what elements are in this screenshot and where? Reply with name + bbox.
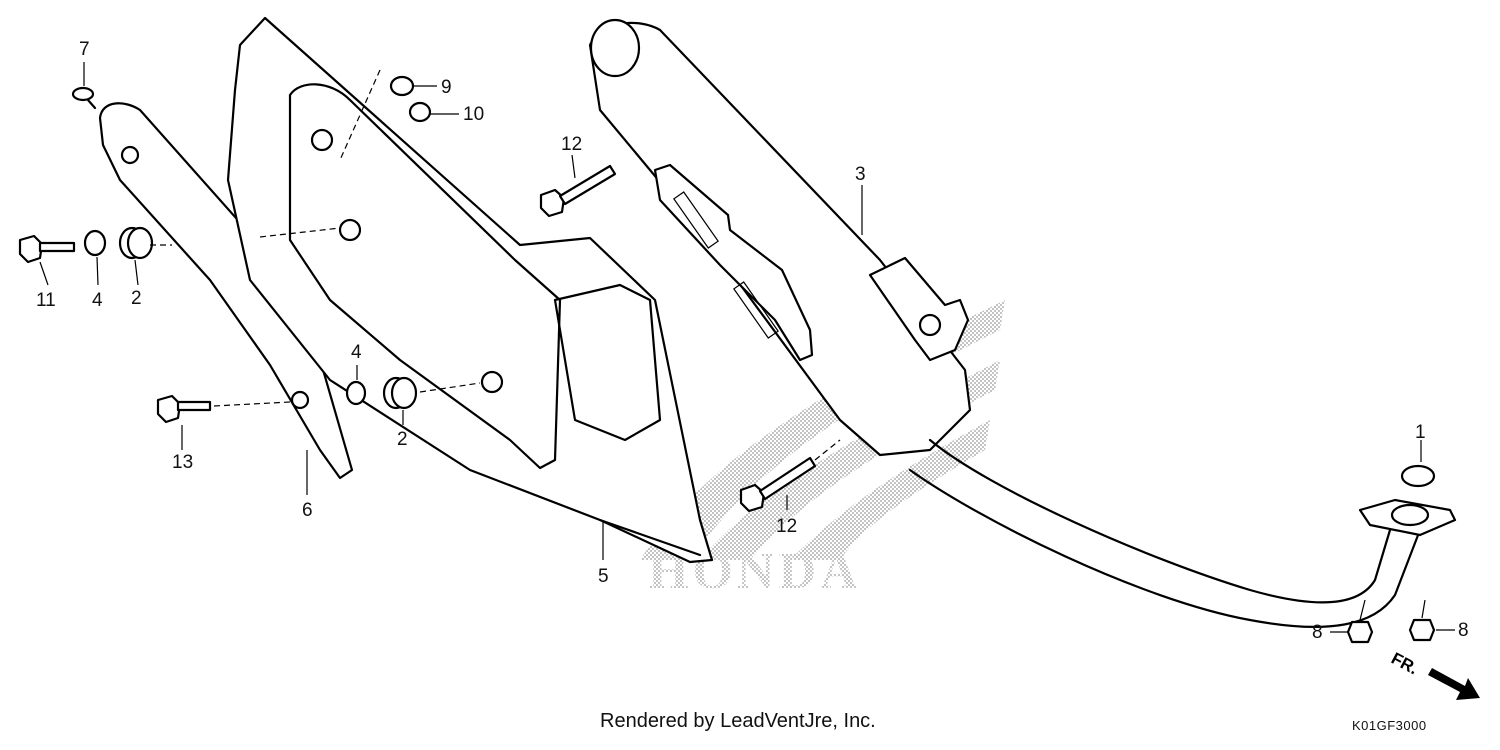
exhaust-pipe	[908, 438, 1457, 628]
callout-9: 9	[441, 77, 452, 98]
bolt-7	[71, 86, 97, 110]
callout-2: 2	[397, 429, 408, 450]
collar-4a	[83, 229, 107, 257]
exhaust-gasket-1	[1400, 464, 1436, 488]
collar-10	[408, 101, 432, 123]
diagram-code: K01GF3000	[1352, 718, 1427, 733]
bolt-13	[156, 394, 212, 424]
bolt-11	[18, 234, 76, 264]
grommet-2a	[118, 226, 154, 260]
direction-label: FR.	[1388, 649, 1421, 679]
flange-nut-8a	[1346, 620, 1374, 644]
callout-13: 13	[172, 452, 193, 473]
leader-lines	[39, 62, 1455, 633]
callout-8: 8	[1312, 622, 1323, 643]
callout-4: 4	[351, 342, 362, 363]
callout-10: 10	[463, 104, 484, 125]
heat-shield-protector-6	[98, 102, 354, 480]
render-credit: Rendered by LeadVentJre, Inc.	[600, 710, 876, 732]
nut-9	[389, 75, 415, 97]
grommet-2b	[382, 376, 418, 410]
collar-4b	[345, 380, 367, 406]
callout-7: 7	[79, 39, 90, 60]
main-heat-shield-5	[226, 16, 714, 564]
callout-8: 8	[1458, 620, 1469, 641]
callout-3: 3	[855, 164, 866, 185]
front-direction-arrow: FR.	[1388, 649, 1480, 700]
flange-nut-8b	[1408, 618, 1436, 642]
bolt-12b	[739, 456, 817, 513]
callout-12: 12	[776, 516, 797, 537]
callout-6: 6	[302, 500, 313, 521]
callout-11: 11	[36, 290, 56, 311]
callout-1: 1	[1415, 422, 1426, 443]
callout-4: 4	[92, 290, 103, 311]
callout-2: 2	[131, 288, 142, 309]
callout-5: 5	[598, 566, 609, 587]
callout-12: 12	[561, 134, 582, 155]
muffler-3	[588, 18, 972, 457]
bolt-12a	[539, 164, 617, 218]
